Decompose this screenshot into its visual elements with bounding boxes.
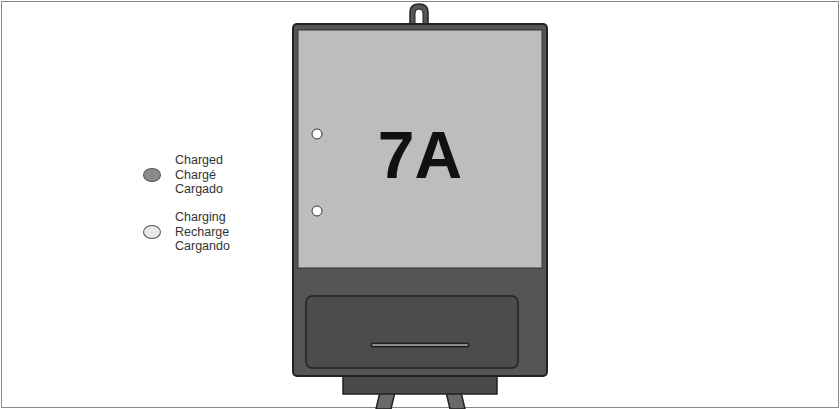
rating-text: 7A (378, 122, 462, 188)
legend-item: Charged Chargé Cargado (143, 153, 223, 197)
led (312, 129, 322, 139)
slot-highlight (373, 344, 467, 346)
device-label: 7A (330, 60, 510, 250)
charger-body (293, 24, 547, 376)
legend-text: Charging Recharge Cargando (175, 210, 230, 254)
hanger-loop (410, 4, 428, 26)
cover-compartment (306, 296, 518, 368)
hanger-hole (415, 9, 423, 24)
legend-swatch (143, 225, 161, 239)
legend-item: Charging Recharge Cargando (143, 210, 230, 254)
led (312, 206, 322, 216)
legend-swatch (143, 168, 161, 182)
slot (373, 343, 467, 348)
label-panel (298, 30, 542, 268)
legend-text: Charged Chargé Cargado (175, 153, 223, 197)
